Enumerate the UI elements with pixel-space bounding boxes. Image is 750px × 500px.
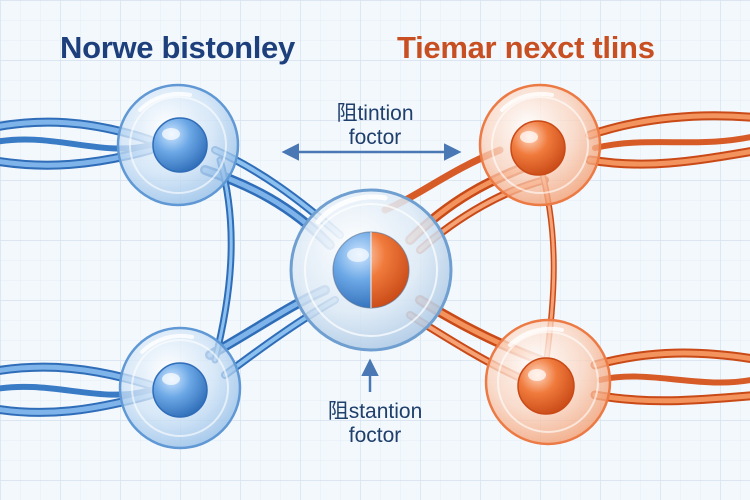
center-node <box>289 188 453 352</box>
bottom-factor-label: 阻stantion foctor <box>0 400 750 448</box>
top-factor-label-line1: 阻tintion <box>336 102 414 125</box>
bottom-right-node <box>484 318 612 446</box>
bottom-factor-label-line2: foctor <box>348 424 402 447</box>
bottom-factor-label-line1: 阻stantion <box>327 400 423 423</box>
right-title: Tiemar nexct tlins <box>397 30 655 65</box>
bottom-left-node <box>118 326 242 450</box>
top-left-node <box>116 83 240 207</box>
top-right-node <box>478 83 602 207</box>
top-factor-label: 阻tintion foctor <box>0 102 750 150</box>
left-title: Norwe bistonley <box>60 30 295 65</box>
top-factor-label-line2: foctor <box>348 126 402 149</box>
